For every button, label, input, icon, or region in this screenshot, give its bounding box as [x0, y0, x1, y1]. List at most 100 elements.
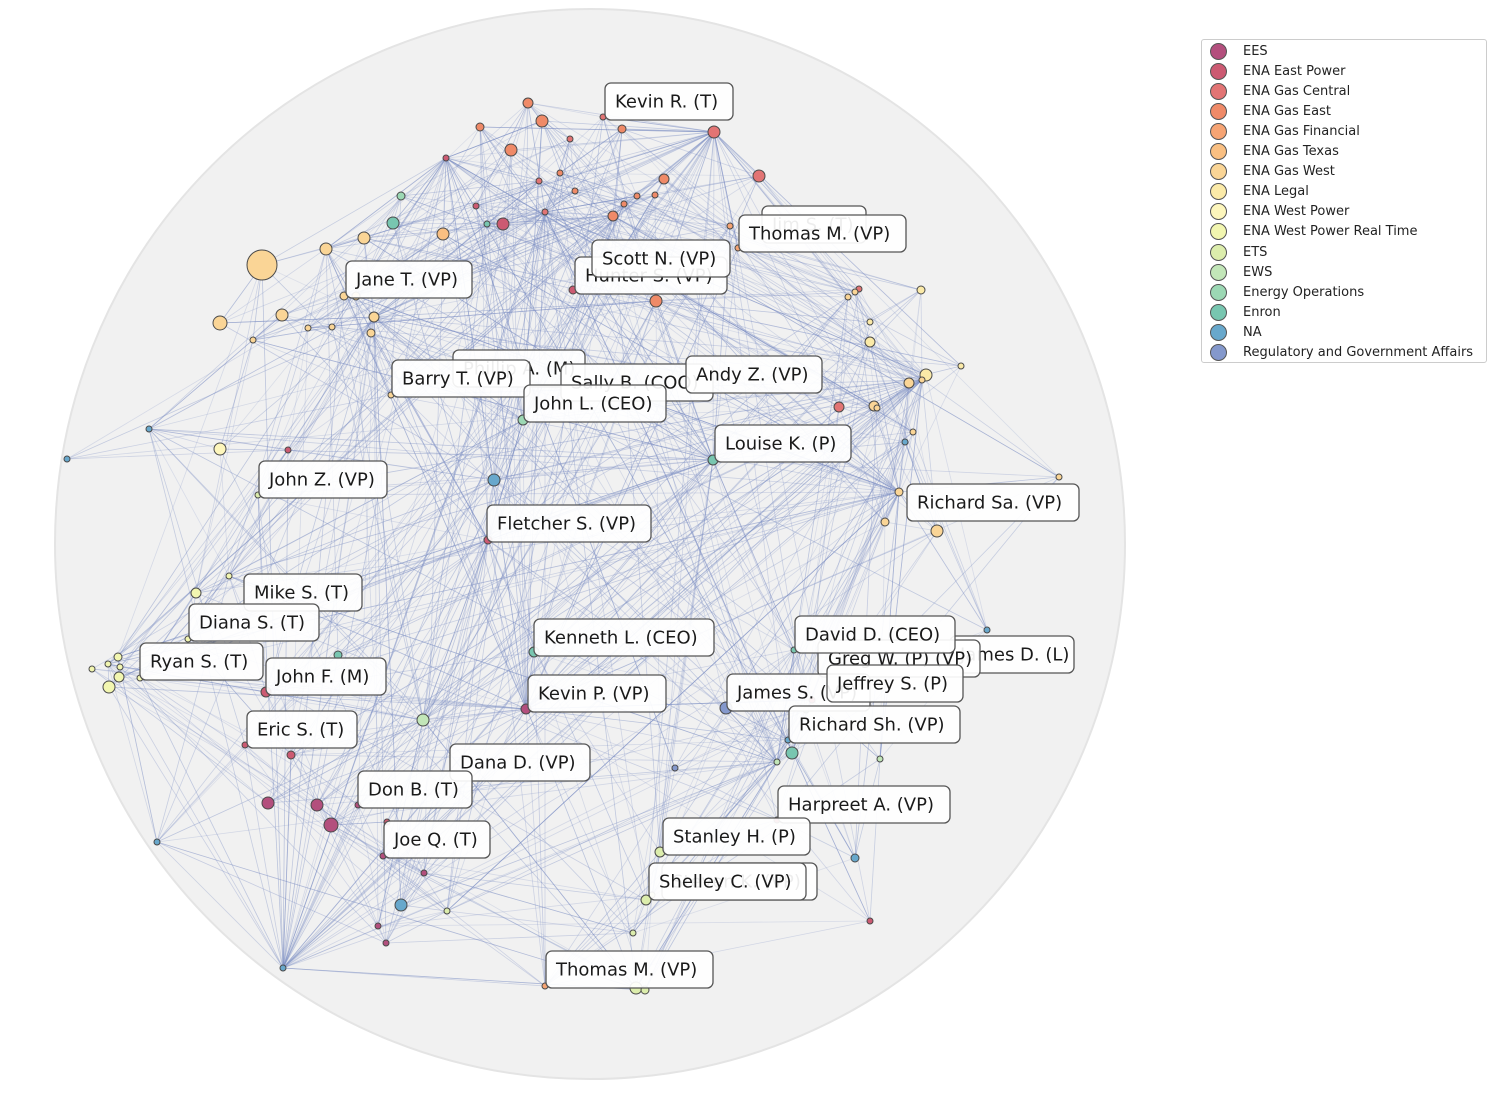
edge [385, 932, 634, 944]
edge [355, 295, 372, 334]
edge [442, 233, 714, 461]
node-label: Eric S. (T) [246, 710, 358, 749]
edge [510, 102, 529, 151]
edge [325, 138, 571, 250]
graph-node [113, 671, 125, 683]
edge [712, 247, 739, 461]
node-label-box [685, 355, 823, 394]
node-label-box [258, 460, 388, 499]
edge [282, 449, 289, 969]
edge [118, 676, 269, 804]
legend-item: ETS [1210, 242, 1267, 262]
graph-node [366, 328, 376, 338]
edge [623, 203, 731, 227]
edge [538, 120, 543, 182]
edge [486, 211, 546, 225]
edge [331, 326, 778, 763]
edge [325, 248, 527, 710]
edge [713, 131, 1060, 478]
edge [148, 428, 284, 969]
edge [400, 767, 676, 906]
edge [423, 872, 634, 934]
edge [156, 841, 387, 944]
node-label: James D. (L) [949, 635, 1075, 674]
edge [290, 754, 318, 806]
edge [602, 116, 849, 298]
edge [148, 314, 283, 430]
edge [219, 448, 230, 577]
edge [422, 225, 731, 721]
labels-layer: Kevin R. (T)Jim S. (T)Thomas M. (VP)Hunt… [139, 82, 1080, 989]
edge [373, 316, 962, 367]
legend-item: Energy Operations [1210, 282, 1364, 302]
edge [257, 131, 715, 496]
edge [651, 459, 714, 896]
edge [838, 406, 914, 433]
edge [139, 677, 284, 969]
node-label-box [648, 862, 807, 901]
edge [442, 157, 447, 235]
edge [486, 223, 714, 461]
edge [117, 316, 375, 658]
edge [493, 382, 910, 481]
node-label-text: Richard Sh. (VP) [799, 715, 945, 736]
edge [400, 180, 540, 197]
edge [510, 131, 715, 151]
edge [282, 172, 561, 969]
edge [287, 327, 309, 451]
edge [287, 215, 614, 451]
edge [219, 448, 714, 461]
edge [228, 379, 923, 577]
edge [282, 754, 292, 969]
edge [445, 157, 527, 710]
edge [446, 491, 900, 912]
edge [538, 180, 714, 461]
graph-node [416, 713, 430, 727]
edge [422, 708, 527, 721]
edge [712, 459, 1060, 478]
node-label-text: Jeffrey S. (P) [836, 674, 948, 695]
legend-swatch [1210, 102, 1227, 120]
edge [544, 707, 727, 987]
edge [502, 149, 512, 225]
edge [400, 719, 424, 906]
legend-swatch [1210, 344, 1227, 361]
edge [486, 180, 540, 225]
edge [445, 157, 731, 227]
edge [148, 428, 634, 934]
edge [219, 339, 254, 450]
edge [91, 668, 269, 804]
node-label-box [383, 820, 491, 859]
edge [493, 459, 714, 481]
edge [422, 539, 489, 721]
edge [257, 494, 489, 541]
node-label-text: Greg W. (P) (VP) [828, 649, 972, 670]
edge [876, 374, 927, 409]
edge [282, 654, 339, 969]
legend-label: ENA East Power [1243, 63, 1346, 79]
edge [244, 744, 284, 969]
node-label-text: Louise K. (P) [725, 434, 836, 455]
edge [527, 102, 604, 118]
edge [422, 539, 489, 721]
edge [281, 314, 489, 541]
node-label: Shelley C. (VP) [648, 862, 807, 901]
edge [475, 131, 715, 207]
edge [737, 247, 860, 290]
graph-node [866, 917, 874, 925]
edge [139, 677, 425, 874]
edge [307, 316, 375, 329]
edge [228, 316, 375, 577]
edge [527, 102, 546, 213]
legend-item: ENA West Power Real Time [1210, 222, 1417, 242]
legend-label: ENA West Power Real Time [1243, 224, 1418, 240]
graph-node [918, 376, 926, 384]
legend-item: Enron [1210, 302, 1281, 322]
graph-node [310, 798, 324, 812]
legend-swatch [1210, 263, 1227, 281]
edge [422, 708, 527, 721]
node-label-box [486, 504, 652, 543]
edge [479, 126, 778, 763]
legend-item: ENA Gas West [1210, 162, 1335, 182]
edge [486, 223, 778, 763]
